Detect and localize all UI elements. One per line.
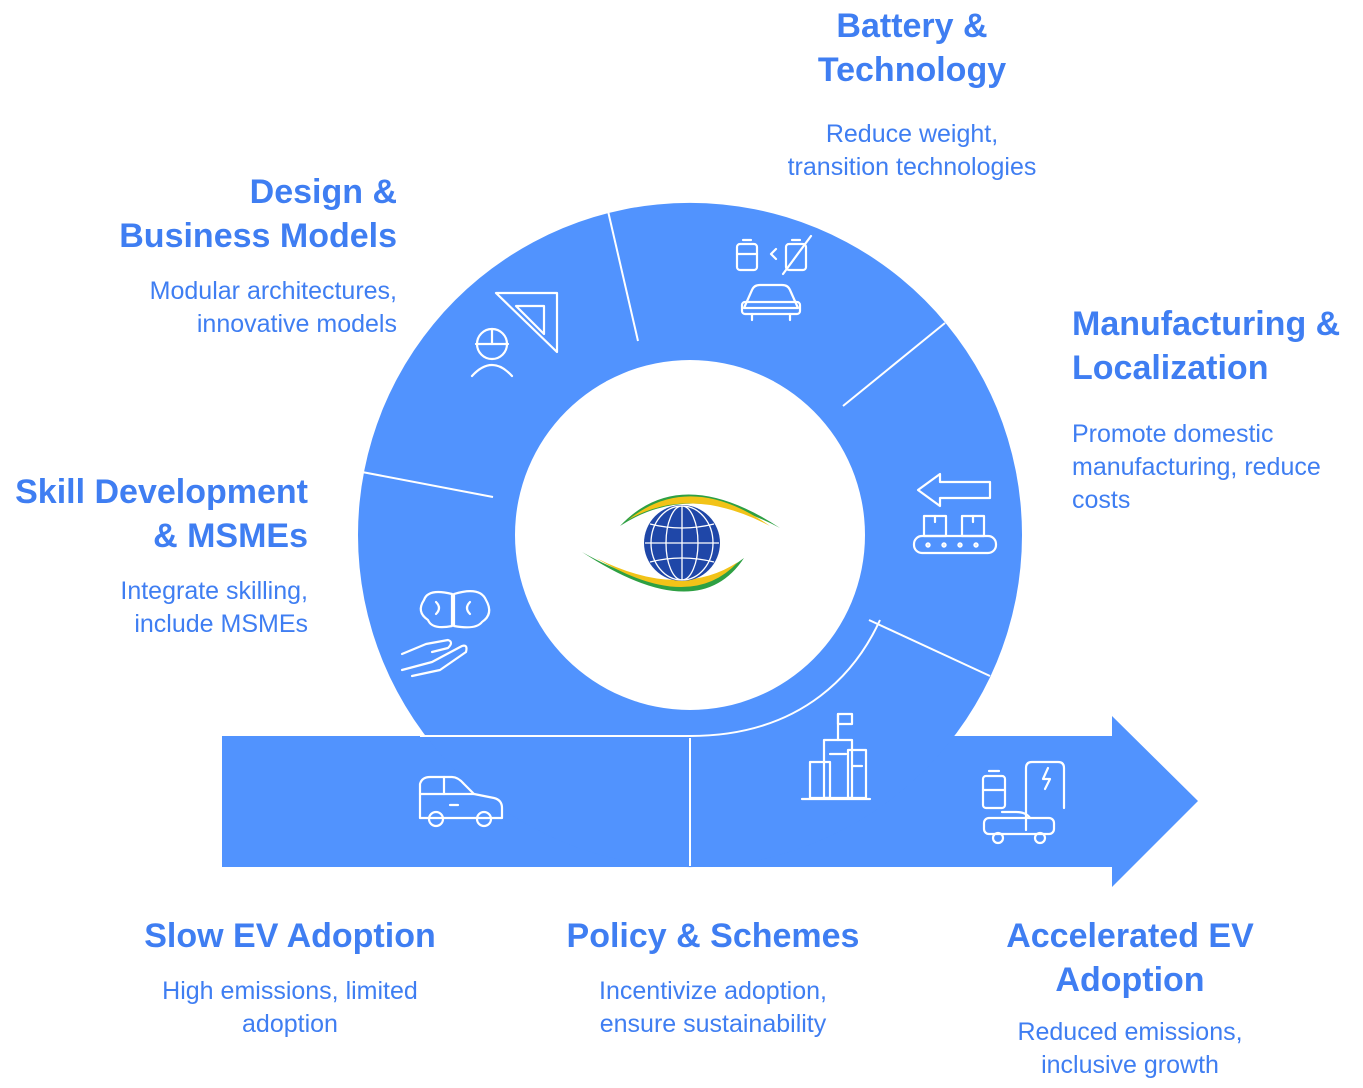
stage-title: Battery &: [836, 7, 988, 45]
segment-dividers: [361, 210, 991, 866]
stage-description: manufacturing, reduce: [1072, 453, 1321, 481]
stage-accelerated-ev-adoption: Accelerated EV Adoption Reduced emission…: [980, 914, 1280, 1082]
battery-swap-car-icon: [735, 234, 813, 322]
stage-title: & MSMEs: [153, 517, 308, 555]
stage-description: Integrate skilling,: [120, 577, 308, 605]
stage-description: adoption: [242, 1010, 338, 1038]
stage-title: Manufacturing &: [1072, 305, 1341, 343]
stage-title: Design &: [249, 173, 397, 211]
cycle-ring: [357, 202, 1022, 868]
stage-title: Slow EV Adoption: [144, 917, 436, 955]
stage-description: innovative models: [196, 310, 397, 338]
stage-title: Adoption: [1055, 961, 1205, 999]
policy-curve-divider: [420, 619, 881, 737]
stage-description: inclusive growth: [1041, 1051, 1219, 1079]
ev-charging-icon: [981, 760, 1066, 845]
stage-title: Policy & Schemes: [566, 917, 860, 955]
stage-manufacturing-localization: Manufacturing & Localization Promote dom…: [1072, 302, 1358, 517]
stage-description: Promote domestic: [1072, 420, 1274, 448]
stage-title: Skill Development: [15, 473, 308, 511]
engineer-design-icon: [470, 291, 559, 378]
stage-description: include MSMEs: [134, 610, 308, 638]
government-building-flag-icon: [800, 712, 872, 801]
stage-title: Accelerated EV: [1006, 917, 1254, 955]
stage-policy-schemes: Policy & Schemes Incentivize adoption, e…: [545, 914, 881, 1041]
stage-title: Technology: [817, 51, 1007, 89]
stage-battery-technology: Battery & Technology Reduce weight, tran…: [750, 4, 1074, 184]
stage-slow-ev-adoption: Slow EV Adoption High emissions, limited…: [120, 914, 460, 1041]
conveyor-belt-icon: [912, 472, 998, 555]
stage-description: Reduced emissions,: [1017, 1018, 1243, 1046]
stage-description: Modular architectures,: [149, 277, 397, 305]
stage-description: transition technologies: [787, 153, 1037, 181]
brain-hand-icon: [400, 589, 491, 678]
stage-description: ensure sustainability: [599, 1010, 827, 1038]
eye-globe-logo-icon: [582, 494, 780, 592]
stage-title: Localization: [1072, 349, 1269, 387]
stage-skill-development-msmes: Skill Development & MSMEs Integrate skil…: [4, 470, 308, 641]
stage-title: Business Models: [119, 217, 397, 255]
car-icon: [418, 775, 504, 828]
stage-description: Incentivize adoption,: [599, 977, 827, 1005]
stage-design-business-models: Design & Business Models Modular archite…: [86, 170, 397, 341]
stage-description: High emissions, limited: [162, 977, 418, 1005]
stage-description: costs: [1072, 486, 1131, 514]
stage-description: Reduce weight,: [825, 120, 999, 148]
